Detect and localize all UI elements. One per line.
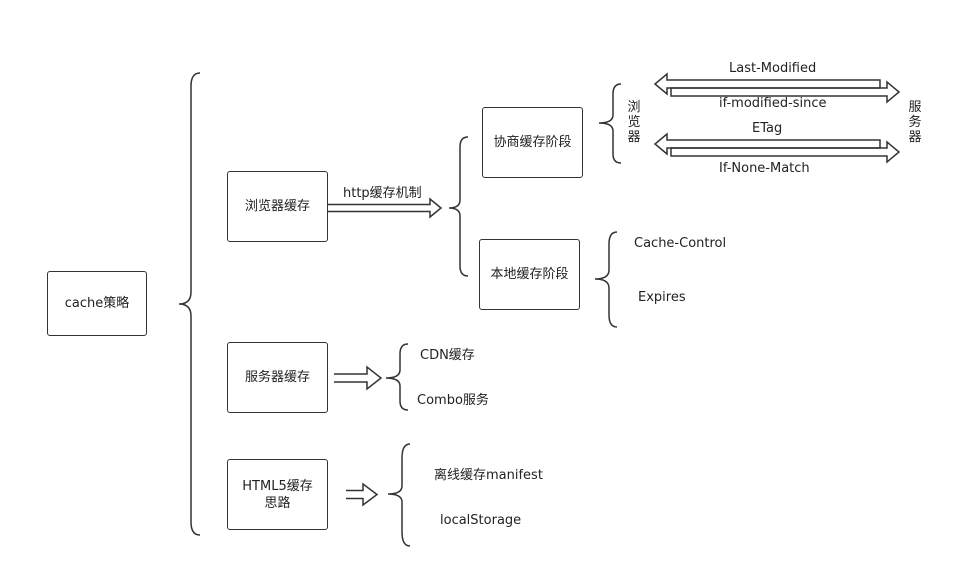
local-stage-label: 本地缓存阶段 bbox=[490, 267, 569, 282]
html5-brace bbox=[387, 443, 411, 547]
root-node-label: cache策略 bbox=[64, 296, 130, 311]
root-node: cache策略 bbox=[47, 271, 147, 336]
browser-cache-node: 浏览器缓存 bbox=[227, 171, 328, 242]
last-modified-label: Last-Modified bbox=[729, 61, 817, 76]
browser-vertical-label: 浏览器 bbox=[627, 100, 641, 145]
if-modified-since-arrow bbox=[670, 80, 901, 104]
etag-arrow bbox=[653, 132, 881, 156]
http-arrow bbox=[328, 197, 443, 219]
server-arrow bbox=[334, 365, 383, 391]
html5-cache-label-line1: HTML5缓存 bbox=[242, 478, 313, 494]
negotiate-stage-label: 协商缓存阶段 bbox=[493, 135, 572, 150]
server-vertical-label: 服务器 bbox=[908, 100, 922, 145]
last-modified-arrow bbox=[653, 72, 881, 96]
local-storage-item: localStorage bbox=[440, 513, 522, 528]
cache-control-item: Cache-Control bbox=[634, 236, 727, 251]
server-cache-label: 服务器缓存 bbox=[244, 370, 310, 385]
server-cache-node: 服务器缓存 bbox=[227, 342, 328, 413]
local-brace bbox=[594, 231, 618, 328]
http-brace bbox=[448, 136, 469, 277]
http-mechanism-label: http缓存机制 bbox=[343, 186, 422, 201]
combo-service-item: Combo服务 bbox=[417, 393, 489, 408]
expires-item: Expires bbox=[638, 290, 686, 305]
if-none-match-label: If-None-Match bbox=[719, 161, 810, 176]
if-none-match-arrow bbox=[670, 140, 901, 164]
offline-manifest-item: 离线缓存manifest bbox=[434, 468, 543, 483]
html5-cache-node: HTML5缓存 思路 bbox=[227, 459, 328, 530]
server-brace bbox=[385, 343, 409, 411]
root-brace bbox=[178, 72, 201, 536]
cdn-cache-item: CDN缓存 bbox=[420, 348, 475, 363]
local-stage-node: 本地缓存阶段 bbox=[479, 239, 580, 310]
if-modified-since-label: if-modified-since bbox=[719, 96, 827, 111]
html5-cache-label-line2: 思路 bbox=[264, 495, 291, 511]
negotiate-stage-node: 协商缓存阶段 bbox=[482, 107, 583, 178]
html5-arrow bbox=[346, 482, 379, 507]
etag-label: ETag bbox=[752, 121, 783, 136]
browser-cache-label: 浏览器缓存 bbox=[244, 199, 310, 214]
negotiate-brace bbox=[598, 83, 622, 164]
